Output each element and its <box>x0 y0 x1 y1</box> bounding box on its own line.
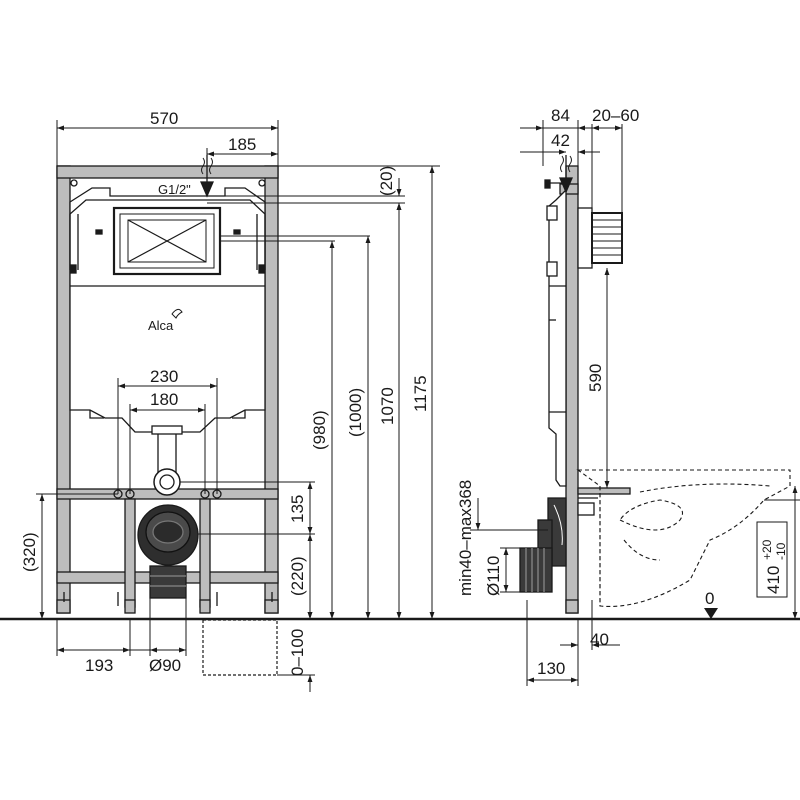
dim-130: 130 <box>537 659 565 678</box>
connector-label: G1/2" <box>158 182 191 197</box>
dim-84: 84 <box>551 106 570 125</box>
frame-post-left <box>56 165 71 614</box>
dim-40: 40 <box>590 630 609 649</box>
dim-185: 185 <box>228 135 256 154</box>
dim-410: 410 <box>764 566 783 594</box>
toilet-bowl-dashed <box>576 469 791 608</box>
dim-1070: 1070 <box>378 387 397 425</box>
dim-1000: (1000) <box>346 388 365 437</box>
tol-minus: -10 <box>774 542 788 560</box>
front-view <box>56 155 279 614</box>
dim-320: (320) <box>20 532 39 572</box>
tol-plus: +20 <box>760 539 774 560</box>
dim-20: (20) <box>377 166 396 196</box>
frame-post-right <box>264 165 279 614</box>
frame-top-rail <box>56 165 279 179</box>
dim-20-60: 20–60 <box>592 106 639 125</box>
frame-inner-right <box>199 498 211 608</box>
side-cistern <box>548 188 567 487</box>
dim-980: (980) <box>310 410 329 450</box>
dim-230: 230 <box>150 367 178 386</box>
flush-pipe <box>157 431 177 475</box>
dim-135: 135 <box>288 495 307 523</box>
dim-0-100: 0–100 <box>288 629 307 676</box>
dim-d90: Ø90 <box>149 656 181 675</box>
dim-180: 180 <box>150 390 178 409</box>
brand-label: Alca <box>148 318 174 333</box>
dim-590: 590 <box>586 364 605 392</box>
dim-220: (220) <box>288 556 307 596</box>
dim-42: 42 <box>551 131 570 150</box>
dim-570: 570 <box>150 109 178 128</box>
dim-min40-max368: min40–max368 <box>456 480 475 596</box>
dim-1175: 1175 <box>411 375 430 412</box>
zero-level: 0 <box>705 589 714 608</box>
dim-193: 193 <box>85 656 113 675</box>
alca-logo: Alca <box>148 308 183 333</box>
dim-d110: Ø110 <box>484 556 503 596</box>
side-frame-post <box>565 165 579 614</box>
side-flush-box <box>577 207 593 269</box>
side-view <box>519 155 631 614</box>
floor-extension-dashed <box>202 619 278 676</box>
frame-inner-left <box>124 498 136 608</box>
